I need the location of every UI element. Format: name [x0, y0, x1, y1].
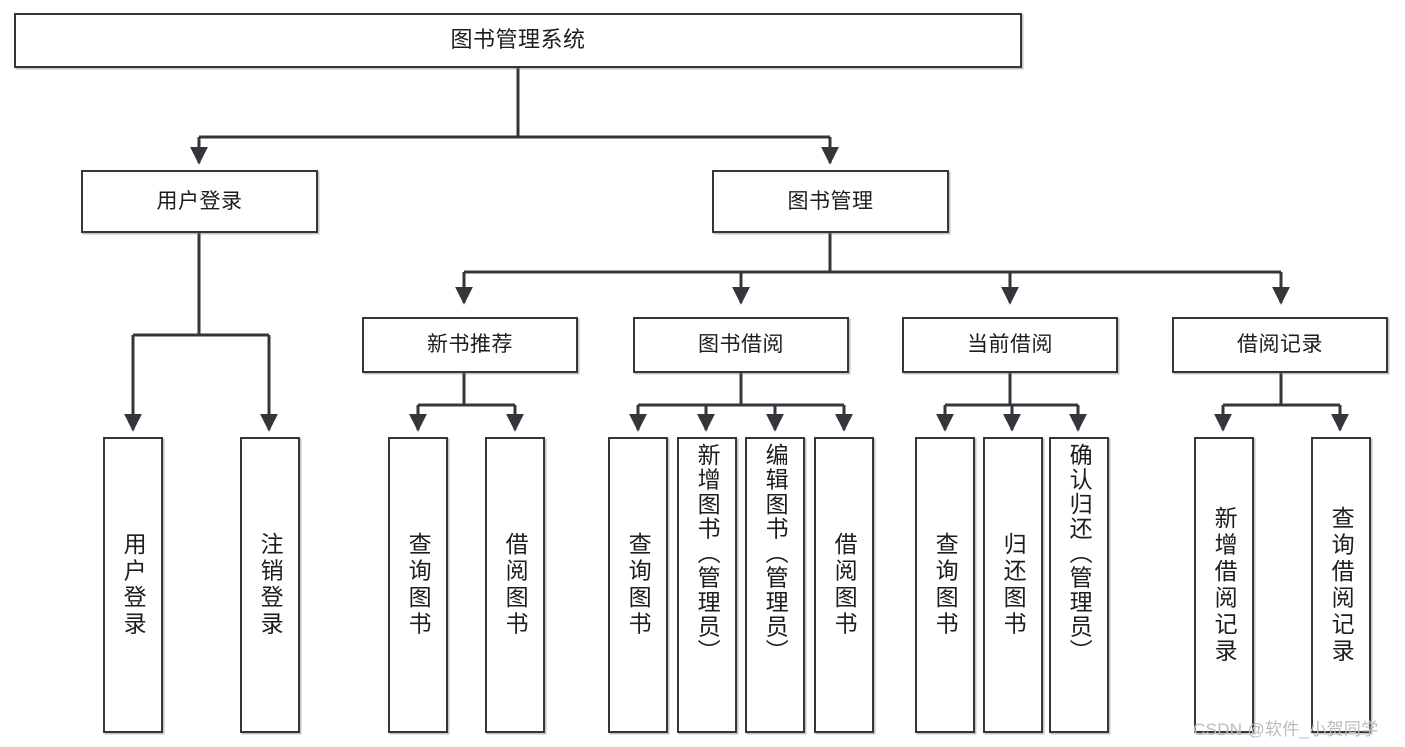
- node-label: 图书管理: [787, 189, 874, 213]
- node-label: 借阅图书: [831, 532, 858, 638]
- node-label: 新增图书（管理员）: [694, 443, 721, 664]
- node-label: 图书借阅: [698, 333, 784, 357]
- node-book-management[interactable]: 图书管理: [712, 170, 949, 233]
- node-label: 查询图书: [625, 532, 652, 638]
- node-label: 查询借阅记录: [1328, 505, 1355, 665]
- node-current-borrow[interactable]: 当前借阅: [902, 317, 1118, 373]
- leaf-cb-confirm-return-admin[interactable]: 确认归还（管理员）: [1049, 437, 1109, 733]
- leaf-br-query-record[interactable]: 查询借阅记录: [1311, 437, 1371, 733]
- leaf-bb-borrow-book[interactable]: 借阅图书: [814, 437, 874, 733]
- node-label: 用户登录: [120, 532, 147, 638]
- leaf-bb-add-book-admin[interactable]: 新增图书（管理员）: [677, 437, 737, 733]
- node-book-borrow[interactable]: 图书借阅: [633, 317, 849, 373]
- node-label: 查询图书: [405, 532, 432, 638]
- node-label: 归还图书: [1000, 532, 1027, 638]
- node-new-book-recommend[interactable]: 新书推荐: [362, 317, 578, 373]
- leaf-nb-query-book[interactable]: 查询图书: [388, 437, 448, 733]
- leaf-bb-query-book[interactable]: 查询图书: [608, 437, 668, 733]
- node-label: 查询图书: [932, 532, 959, 638]
- node-label: 当前借阅: [967, 333, 1053, 357]
- node-label: 用户登录: [156, 189, 243, 213]
- leaf-cb-query-book[interactable]: 查询图书: [915, 437, 975, 733]
- node-label: 新增借阅记录: [1211, 505, 1238, 665]
- leaf-cb-return-book[interactable]: 归还图书: [983, 437, 1043, 733]
- node-user-login[interactable]: 用户登录: [81, 170, 318, 233]
- leaf-br-add-record[interactable]: 新增借阅记录: [1194, 437, 1254, 733]
- leaf-user-login[interactable]: 用户登录: [103, 437, 163, 733]
- leaf-nb-borrow-book[interactable]: 借阅图书: [485, 437, 545, 733]
- node-label: 借阅图书: [502, 532, 529, 638]
- node-borrow-record[interactable]: 借阅记录: [1172, 317, 1388, 373]
- leaf-bb-edit-book-admin[interactable]: 编辑图书（管理员）: [745, 437, 805, 733]
- node-label: 图书管理系统: [450, 27, 586, 53]
- node-label: 新书推荐: [427, 333, 513, 357]
- node-label: 确认归还（管理员）: [1066, 443, 1093, 664]
- node-label: 借阅记录: [1237, 333, 1323, 357]
- node-label: 注销登录: [257, 532, 284, 638]
- node-root-library-system[interactable]: 图书管理系统: [14, 13, 1022, 68]
- node-label: 编辑图书（管理员）: [762, 443, 789, 664]
- leaf-logout[interactable]: 注销登录: [240, 437, 300, 733]
- watermark-text: CSDN @软件_小贺同学: [1193, 720, 1379, 739]
